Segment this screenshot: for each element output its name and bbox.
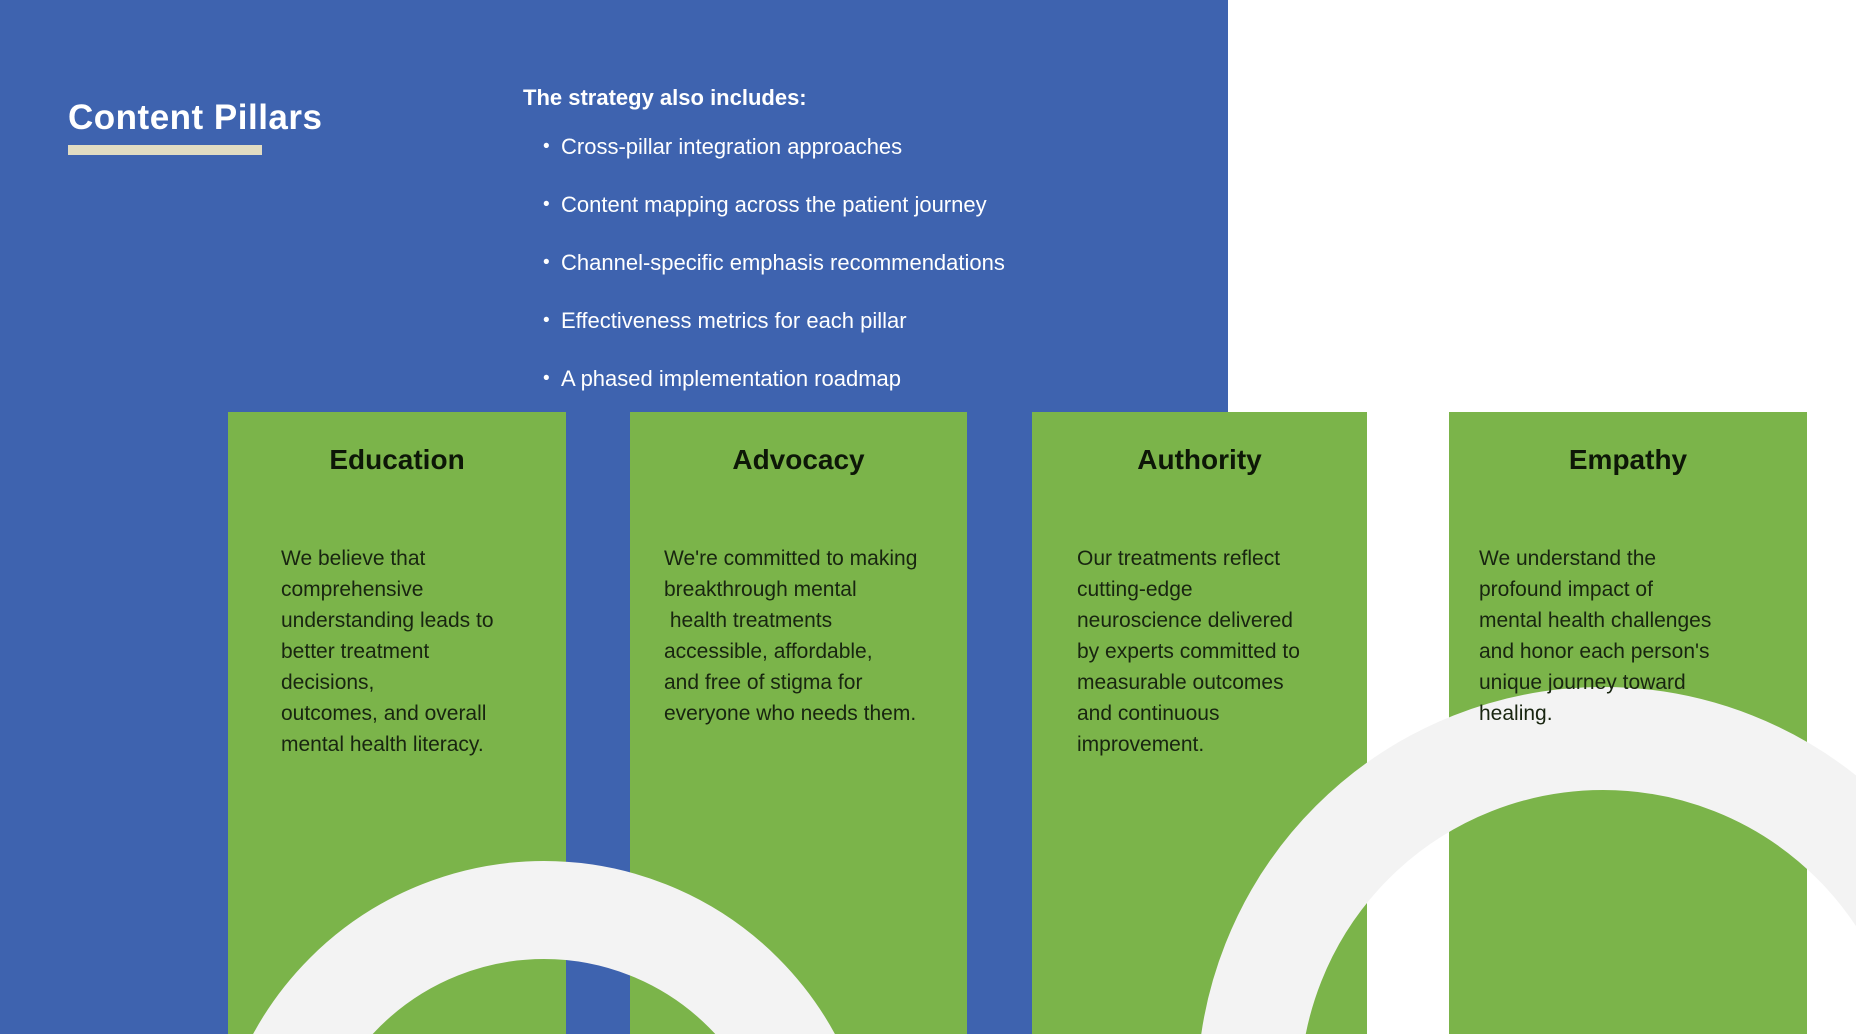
pillar-card-empathy: Empathy We understand the profound impac… [1449, 412, 1807, 1034]
pillar-card-education: Education We believe that comprehensive … [228, 412, 566, 1034]
pillar-card-advocacy: Advocacy We're committed to making break… [630, 412, 967, 1034]
strategy-bullet-text: Content mapping across the patient journ… [561, 192, 987, 217]
strategy-bullet-item: • Content mapping across the patient jour… [543, 190, 1005, 220]
pillar-card-body: We believe that comprehensive understand… [281, 547, 494, 756]
bullet-icon: • [543, 310, 550, 331]
pillar-card-body: Our treatments reflect cutting-edge neur… [1077, 547, 1300, 756]
strategy-bullet-list: • Cross-pillar integration approaches • Co… [543, 132, 1005, 422]
strategy-bullet-item: • Effectiveness metrics for each pillar [543, 306, 1005, 336]
strategy-bullet-text: Cross-pillar integration approaches [561, 134, 903, 159]
strategy-heading: The strategy also includes: [523, 85, 807, 110]
pillar-card-title: Empathy [1568, 444, 1688, 475]
pillar-card-title: Authority [1137, 444, 1262, 475]
strategy-bullet-item: • Channel-specific emphasis recommendatio… [543, 248, 1005, 278]
strategy-bullet-item: • Cross-pillar integration approaches [543, 132, 1005, 162]
pillar-card-body: We understand the profound impact of men… [1479, 547, 1712, 725]
strategy-bullet-item: • A phased implementation roadmap [543, 364, 1005, 394]
page-title: Content Pillars [68, 98, 323, 138]
bullet-icon: • [543, 194, 550, 215]
pillar-card-authority: Authority Our treatments reflect cutting… [1032, 412, 1367, 1034]
strategy-bullet-text: A phased implementation roadmap [561, 366, 901, 391]
bullet-icon: • [543, 252, 550, 273]
title-underline [68, 145, 262, 155]
pillar-card-title: Education [329, 444, 465, 475]
bullet-icon: • [543, 368, 550, 389]
pillar-card-body: We're committed to making breakthrough m… [664, 547, 918, 725]
pillar-card-title: Advocacy [732, 444, 865, 475]
strategy-bullet-text: Channel-specific emphasis recommendation… [561, 250, 1005, 275]
strategy-bullet-text: Effectiveness metrics for each pillar [561, 308, 907, 333]
bullet-icon: • [543, 136, 550, 157]
